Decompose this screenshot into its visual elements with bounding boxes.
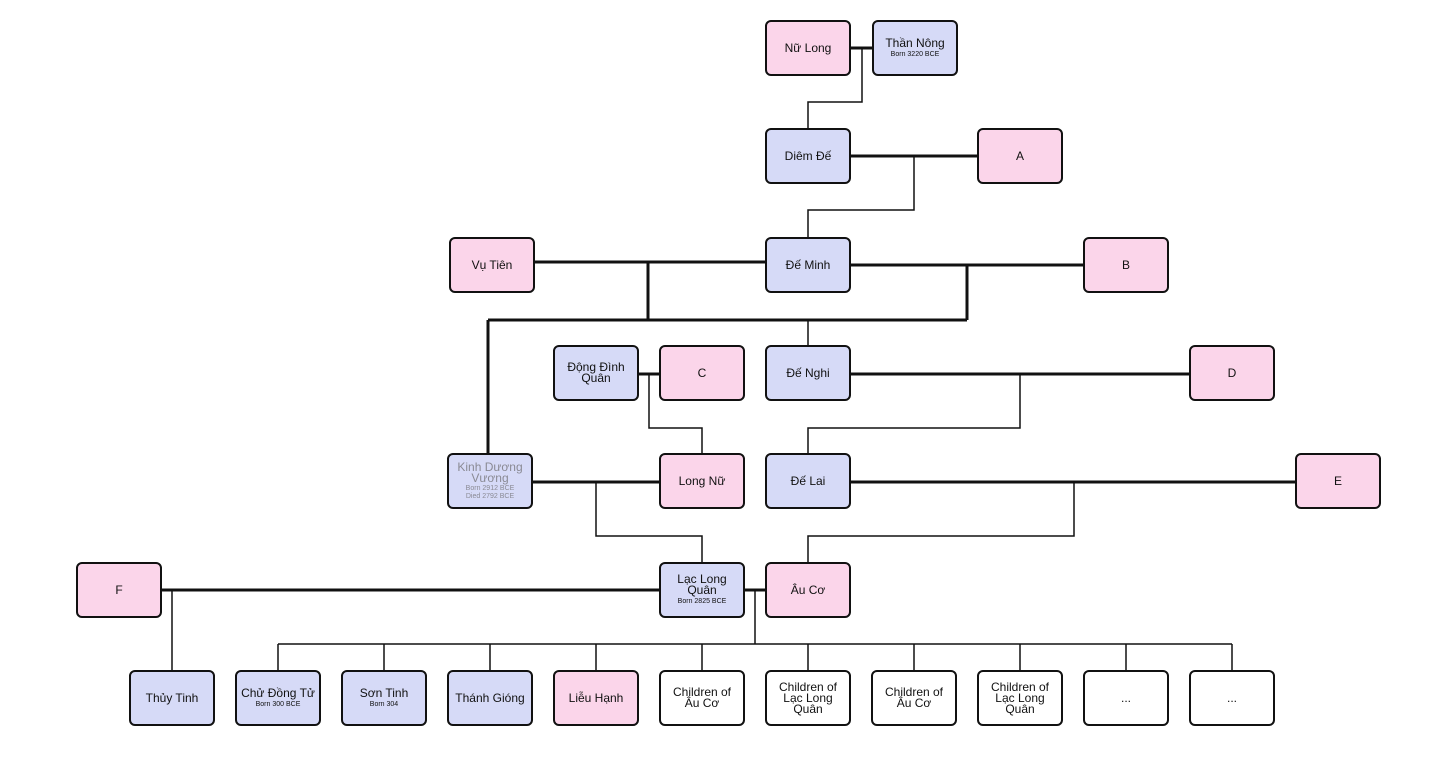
person-name: Thánh Gióng: [455, 690, 525, 705]
person-node-e[interactable]: E: [1295, 453, 1381, 509]
person-node-nu-long[interactable]: Nữ Long: [765, 20, 851, 76]
person-name: Thần Nông: [885, 35, 945, 50]
descent-line: [595, 482, 703, 563]
person-name: Children of Lạc Long Quân: [990, 679, 1050, 716]
person-node-children-of-lac-long-quan[interactable]: Children of Lạc Long Quân: [977, 670, 1063, 726]
person-name: Nữ Long: [784, 40, 832, 55]
person-born: Born 2825 BCE: [677, 598, 727, 605]
person-node-d[interactable]: D: [1189, 345, 1275, 401]
person-node-thuy-tinh[interactable]: Thủy Tinh: [129, 670, 215, 726]
person-node-a[interactable]: A: [977, 128, 1063, 184]
person-name: ...: [1120, 690, 1131, 705]
person-node-than-nong[interactable]: Thần Nông Born 3220 BCE: [872, 20, 958, 76]
person-node-b[interactable]: B: [1083, 237, 1169, 293]
person-name: C: [697, 365, 707, 380]
descent-line: [807, 48, 863, 130]
person-name: D: [1227, 365, 1237, 380]
person-name: Đế Nghi: [786, 365, 830, 380]
descent-line: [807, 156, 915, 238]
person-name: Liễu Hạnh: [568, 690, 624, 705]
person-node-chu-dong-tu[interactable]: Chử Đồng Tử Born 300 BCE: [235, 670, 321, 726]
person-name: Diêm Đế: [784, 148, 832, 163]
person-name: Children of Âu Cơ: [884, 685, 944, 710]
person-born: Born 300 BCE: [255, 700, 301, 708]
person-node-lac-long-quan[interactable]: Lạc Long Quân Born 2825 BCE: [659, 562, 745, 618]
person-node-au-co[interactable]: Âu Cơ: [765, 562, 851, 618]
person-name: Vụ Tiên: [471, 257, 513, 272]
person-node-de-minh[interactable]: Đế Minh: [765, 237, 851, 293]
person-name: B: [1121, 257, 1130, 272]
person-name: Kinh Dương Vương: [457, 459, 523, 485]
person-name: Children of Lạc Long Quân: [778, 679, 838, 716]
person-node-children-of-lac-long-quan[interactable]: Children of Lạc Long Quân: [765, 670, 851, 726]
person-born: Born 3220 BCE: [890, 50, 940, 58]
person-node-more[interactable]: ...: [1189, 670, 1275, 726]
person-node-vu-tien[interactable]: Vụ Tiên: [449, 237, 535, 293]
person-node-children-of-au-co[interactable]: Children of Âu Cơ: [659, 670, 745, 726]
person-name: ...: [1226, 690, 1237, 705]
person-born: Born 2912 BCE: [465, 484, 515, 492]
person-name: Children of Âu Cơ: [672, 685, 732, 710]
person-node-de-nghi[interactable]: Đế Nghi: [765, 345, 851, 401]
person-name: Sơn Tinh: [359, 685, 409, 700]
descent-line: [807, 374, 1021, 455]
person-name: Thủy Tinh: [145, 690, 199, 705]
person-node-lieu-hanh[interactable]: Liễu Hạnh: [553, 670, 639, 726]
person-name: A: [1015, 148, 1024, 163]
person-name: Chử Đồng Tử: [241, 685, 315, 700]
person-node-f[interactable]: F: [76, 562, 162, 618]
person-born: Born 304: [369, 700, 399, 708]
person-name: Long Nữ: [678, 473, 726, 488]
person-node-long-nu[interactable]: Long Nữ: [659, 453, 745, 509]
descent-line: [648, 374, 703, 455]
person-node-kinh-duong-vuong[interactable]: Kinh Dương Vương Born 2912 BCE Died 2792…: [447, 453, 533, 509]
person-node-dong-dinh-quan[interactable]: Động Đình Quân: [553, 345, 639, 401]
person-name: Động Đình Quân: [567, 360, 625, 385]
descent-line: [807, 482, 1075, 563]
person-name: F: [115, 582, 123, 597]
person-died: Died 2792 BCE: [465, 492, 515, 500]
person-name: Âu Cơ: [790, 582, 826, 597]
person-node-diem-de[interactable]: Diêm Đế: [765, 128, 851, 184]
person-name: E: [1333, 473, 1342, 488]
person-node-thanh-giong[interactable]: Thánh Gióng: [447, 670, 533, 726]
person-node-children-of-au-co[interactable]: Children of Âu Cơ: [871, 670, 957, 726]
person-name: Lạc Long Quân: [677, 572, 727, 597]
person-node-son-tinh[interactable]: Sơn Tinh Born 304: [341, 670, 427, 726]
person-node-c[interactable]: C: [659, 345, 745, 401]
person-name: Đế Lai: [790, 473, 826, 488]
person-node-de-lai[interactable]: Đế Lai: [765, 453, 851, 509]
person-name: Đế Minh: [785, 257, 831, 272]
person-node-more[interactable]: ...: [1083, 670, 1169, 726]
